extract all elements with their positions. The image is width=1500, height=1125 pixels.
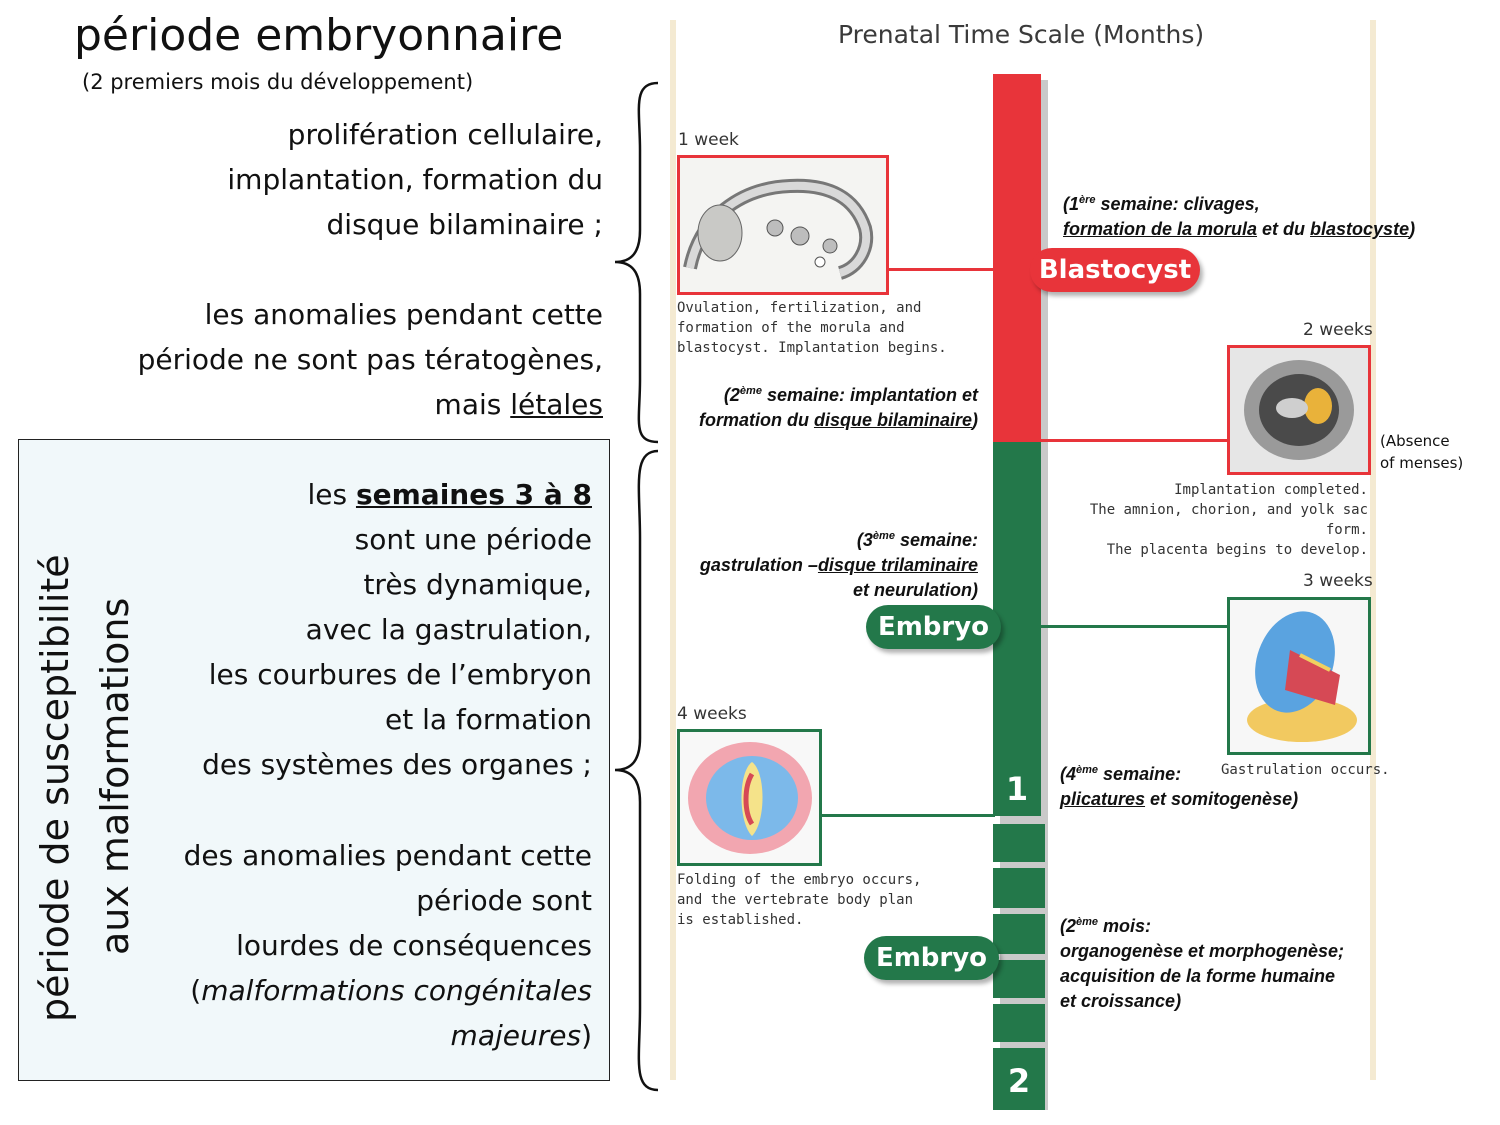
embryo-pill-2: Embryo: [864, 936, 999, 980]
week4-image-frame: [677, 729, 822, 866]
week1-label: 1 week: [678, 130, 739, 150]
note-week2: (2ème semaine: implantation et formation…: [698, 385, 978, 430]
timeline-green-block: [993, 868, 1045, 908]
text-block-weeks-3-8: les semaines 3 à 8 sont une période très…: [202, 478, 592, 781]
week1-image-frame: [677, 155, 889, 295]
gastrulation-illustration-icon: [1247, 611, 1357, 742]
implantation-illustration-icon: [1244, 360, 1354, 460]
week2-image-frame: [1227, 345, 1371, 475]
susceptibility-box: [18, 439, 610, 1081]
scale-title: Prenatal Time Scale (Months): [838, 20, 1205, 49]
week4-label: 4 weeks: [677, 704, 747, 724]
text-block-anomalies-letales: les anomalies pendant cette période ne s…: [137, 298, 603, 421]
connector-week1: [885, 268, 995, 271]
brace-bottom-icon: [614, 449, 659, 1092]
connector-week2: [1040, 439, 1228, 442]
timeline-green-block: [993, 1004, 1045, 1042]
week3-image-frame: [1227, 597, 1371, 755]
page-title: période embryonnaire: [74, 10, 564, 61]
timeline-green-segment: [993, 442, 1041, 816]
week3-caption: Gastrulation occurs.: [1221, 762, 1390, 778]
note-month2: (2ème mois: organogenèse et morphogenèse…: [1060, 916, 1345, 1011]
page-subtitle: (2 premiers mois du développement): [82, 70, 474, 94]
timeline-green-block: [993, 960, 1045, 998]
blastocyst-pill: Blastocyst: [1030, 248, 1200, 292]
vertical-label-line1: période de susceptibilité: [33, 554, 77, 1022]
uterine-tube-illustration-icon: [683, 178, 874, 280]
timeline-green-block: [993, 914, 1045, 954]
text-block-consequences: des anomalies pendant cette période sont…: [183, 839, 592, 1052]
note-week4: (4ème semaine: plicatures et somitogenès…: [1060, 764, 1299, 809]
embryo-pill-1: Embryo: [866, 605, 1001, 649]
week1-caption: Ovulation, fertilization, and formation …: [677, 300, 947, 356]
absence-menses-note: (Absence of menses): [1380, 432, 1464, 472]
margin-strip-right: [1370, 20, 1376, 1080]
note-week1: (1ère semaine: clivages, formation de la…: [1063, 194, 1416, 239]
connector-week3: [1040, 625, 1228, 628]
week2-label: 2 weeks: [1303, 320, 1373, 340]
week2-caption: Implantation completed. The amnion, chor…: [1089, 482, 1368, 558]
text-block-proliferation: prolifération cellulaire, implantation, …: [227, 118, 603, 241]
week3-label: 3 weeks: [1303, 571, 1373, 591]
brace-top-icon: [614, 81, 659, 444]
embryo-folding-illustration-icon: [688, 742, 812, 854]
note-week3: (3ème semaine: gastrulation –disque tril…: [699, 530, 978, 600]
margin-strip-left: [670, 20, 676, 1080]
week4-caption: Folding of the embryo occurs, and the ve…: [677, 872, 922, 928]
timeline-green-block: [993, 1048, 1045, 1110]
month-1-label: 1: [1005, 770, 1029, 808]
connector-week4: [818, 814, 995, 817]
month-2-label: 2: [1007, 1062, 1031, 1100]
timeline-green-block: [993, 824, 1045, 862]
